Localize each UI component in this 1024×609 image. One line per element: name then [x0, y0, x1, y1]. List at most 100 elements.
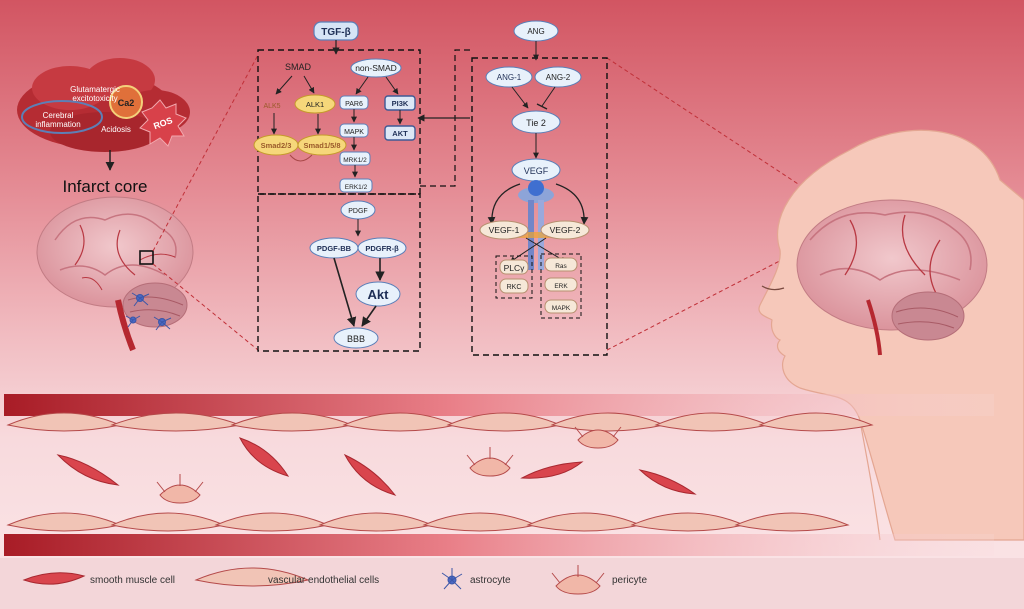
rkc-node: RKC — [499, 278, 529, 294]
pi3k-node: PI3K — [384, 95, 416, 111]
erk-ang-node: ERK — [544, 277, 578, 292]
svg-text:Akt: Akt — [368, 287, 390, 302]
svg-text:VEGF-2: VEGF-2 — [550, 225, 581, 235]
mapk-node: MAPK — [339, 123, 369, 138]
calcium-icon — [109, 85, 143, 119]
tgf-root-node: TGF-β — [313, 21, 359, 41]
svg-text:MRK1/2: MRK1/2 — [343, 157, 367, 164]
astrocyte-icon — [125, 292, 172, 331]
arrow-smad-alk5 — [275, 75, 293, 95]
svg-text:Smad2/3: Smad2/3 — [261, 141, 292, 150]
arrow-ang1-tie2 — [511, 86, 529, 109]
legend-endothelial-label: vascular endothelial cells — [268, 575, 379, 586]
cause-glutamatergic: Glutamatergic — [70, 85, 120, 94]
arrow-pdgfbb-bbb — [333, 257, 357, 327]
vessel-wall-top — [4, 394, 994, 416]
vegf2-node: VEGF-2 — [540, 220, 590, 240]
inhibit-bar — [536, 103, 548, 110]
arrow-vegf-vegf1 — [487, 183, 521, 225]
plcg-node: PLCγ — [499, 259, 529, 275]
pdgf-akt-node: Akt — [355, 281, 401, 307]
legend-smooth-muscle-label: smooth muscle cell — [90, 575, 175, 586]
smooth-muscle-cells — [56, 437, 697, 496]
svg-text:PDGF-BB: PDGF-BB — [317, 244, 352, 253]
arrow-cross-2 — [509, 237, 547, 263]
akt-node: AKT — [384, 125, 416, 141]
svg-text:ERK1/2: ERK1/2 — [345, 184, 368, 191]
vegf1-effector-box — [495, 255, 533, 299]
vegf2-effector-box — [540, 253, 582, 319]
alk5-label: ALK5 — [263, 103, 280, 110]
cause-excitotoxicity: excitotoxicity — [72, 94, 117, 103]
arrow-nonsmad-pi3k — [385, 76, 399, 95]
svg-text:PI3K: PI3K — [392, 99, 409, 108]
svg-text:AKT: AKT — [392, 129, 408, 138]
mapk-ang-node: MAPK — [544, 299, 578, 314]
vegf1-node: VEGF-1 — [479, 220, 529, 240]
svg-text:MAPK: MAPK — [552, 305, 571, 312]
ang-panel-border — [471, 57, 608, 356]
legend-smooth-muscle-icon — [22, 572, 86, 585]
erk-node: ERK1/2 — [339, 178, 373, 193]
mrk-node: MRK1/2 — [339, 151, 371, 166]
ras-node: Ras — [544, 257, 578, 272]
legend-astrocyte-icon — [441, 568, 463, 590]
endothelial-layer-top — [6, 412, 874, 432]
svg-text:Tie 2: Tie 2 — [526, 118, 546, 128]
legend-pericyte-label: pericyte — [612, 575, 647, 586]
vegf-node: VEGF — [511, 158, 561, 182]
svg-text:PDGFR-β: PDGFR-β — [365, 244, 399, 253]
inhibit-ang2-tie2 — [541, 86, 556, 107]
svg-text:ANG-2: ANG-2 — [546, 73, 571, 82]
svg-text:ANG-1: ANG-1 — [497, 73, 522, 82]
arrow-vegf-vegf2 — [555, 183, 589, 225]
cause-acidosis: Acidosis — [101, 125, 131, 134]
tie2-node: Tie 2 — [511, 110, 561, 134]
stroke-causes-cloud — [17, 58, 190, 152]
svg-text:Ras: Ras — [555, 263, 567, 270]
arrow-akt-bbb — [361, 305, 377, 327]
alk1-node: ALK1 — [294, 94, 336, 114]
legend-astrocyte-label: astrocyte — [470, 575, 511, 586]
smad23-node: Smad2/3 — [253, 134, 299, 156]
svg-text:Smad1/5/8: Smad1/5/8 — [303, 141, 340, 150]
svg-text:non-SMAD: non-SMAD — [355, 63, 397, 73]
legend-pericyte-icon — [551, 565, 605, 595]
zoom-region-box — [139, 250, 154, 265]
svg-text:BBB: BBB — [347, 334, 365, 344]
legend-bar — [0, 558, 1024, 609]
svg-text:PDGF: PDGF — [348, 208, 367, 215]
small-brain-illustration — [36, 196, 194, 352]
ros-burst-icon — [139, 99, 187, 147]
svg-text:PLCγ: PLCγ — [504, 263, 526, 273]
smad-label: SMAD — [285, 62, 312, 72]
svg-text:ALK1: ALK1 — [306, 100, 324, 109]
infarct-core-label: Infarct core — [62, 177, 147, 196]
arrow-nonsmad-par6 — [355, 76, 369, 95]
cause-ca2: Ca2 — [118, 98, 135, 108]
svg-text:PAR6: PAR6 — [345, 101, 363, 108]
zoom-connector-lines — [152, 54, 831, 351]
pdgf-bb-node: PDGF-BB — [309, 237, 359, 259]
cause-cerebral: Cerebral — [43, 111, 74, 120]
vessel-wall-bottom — [4, 534, 994, 556]
eye-icon — [761, 285, 785, 291]
pdgfr-node: PDGFR-β — [357, 237, 407, 259]
svg-text:ANG: ANG — [527, 27, 544, 36]
smad158-node: Smad1/5/8 — [297, 134, 347, 156]
ang1-node: ANG-1 — [485, 66, 533, 88]
arrow-smad-alk1 — [303, 75, 315, 94]
par6-node: PAR6 — [339, 95, 369, 110]
pericytes — [156, 426, 622, 504]
bbb-node: BBB — [333, 327, 379, 349]
legend-endothelial-icon — [194, 567, 310, 587]
ang2-node: ANG-2 — [534, 66, 582, 88]
endothelial-layer-bottom — [6, 512, 850, 532]
vegf-receptor-icon — [500, 180, 572, 270]
svg-text:RKC: RKC — [507, 284, 522, 291]
head-profile-illustration — [758, 129, 1024, 541]
pdgf-node: PDGF — [340, 200, 376, 220]
svg-text:TGF-β: TGF-β — [321, 27, 350, 38]
pdgf-panel-border — [257, 193, 421, 352]
